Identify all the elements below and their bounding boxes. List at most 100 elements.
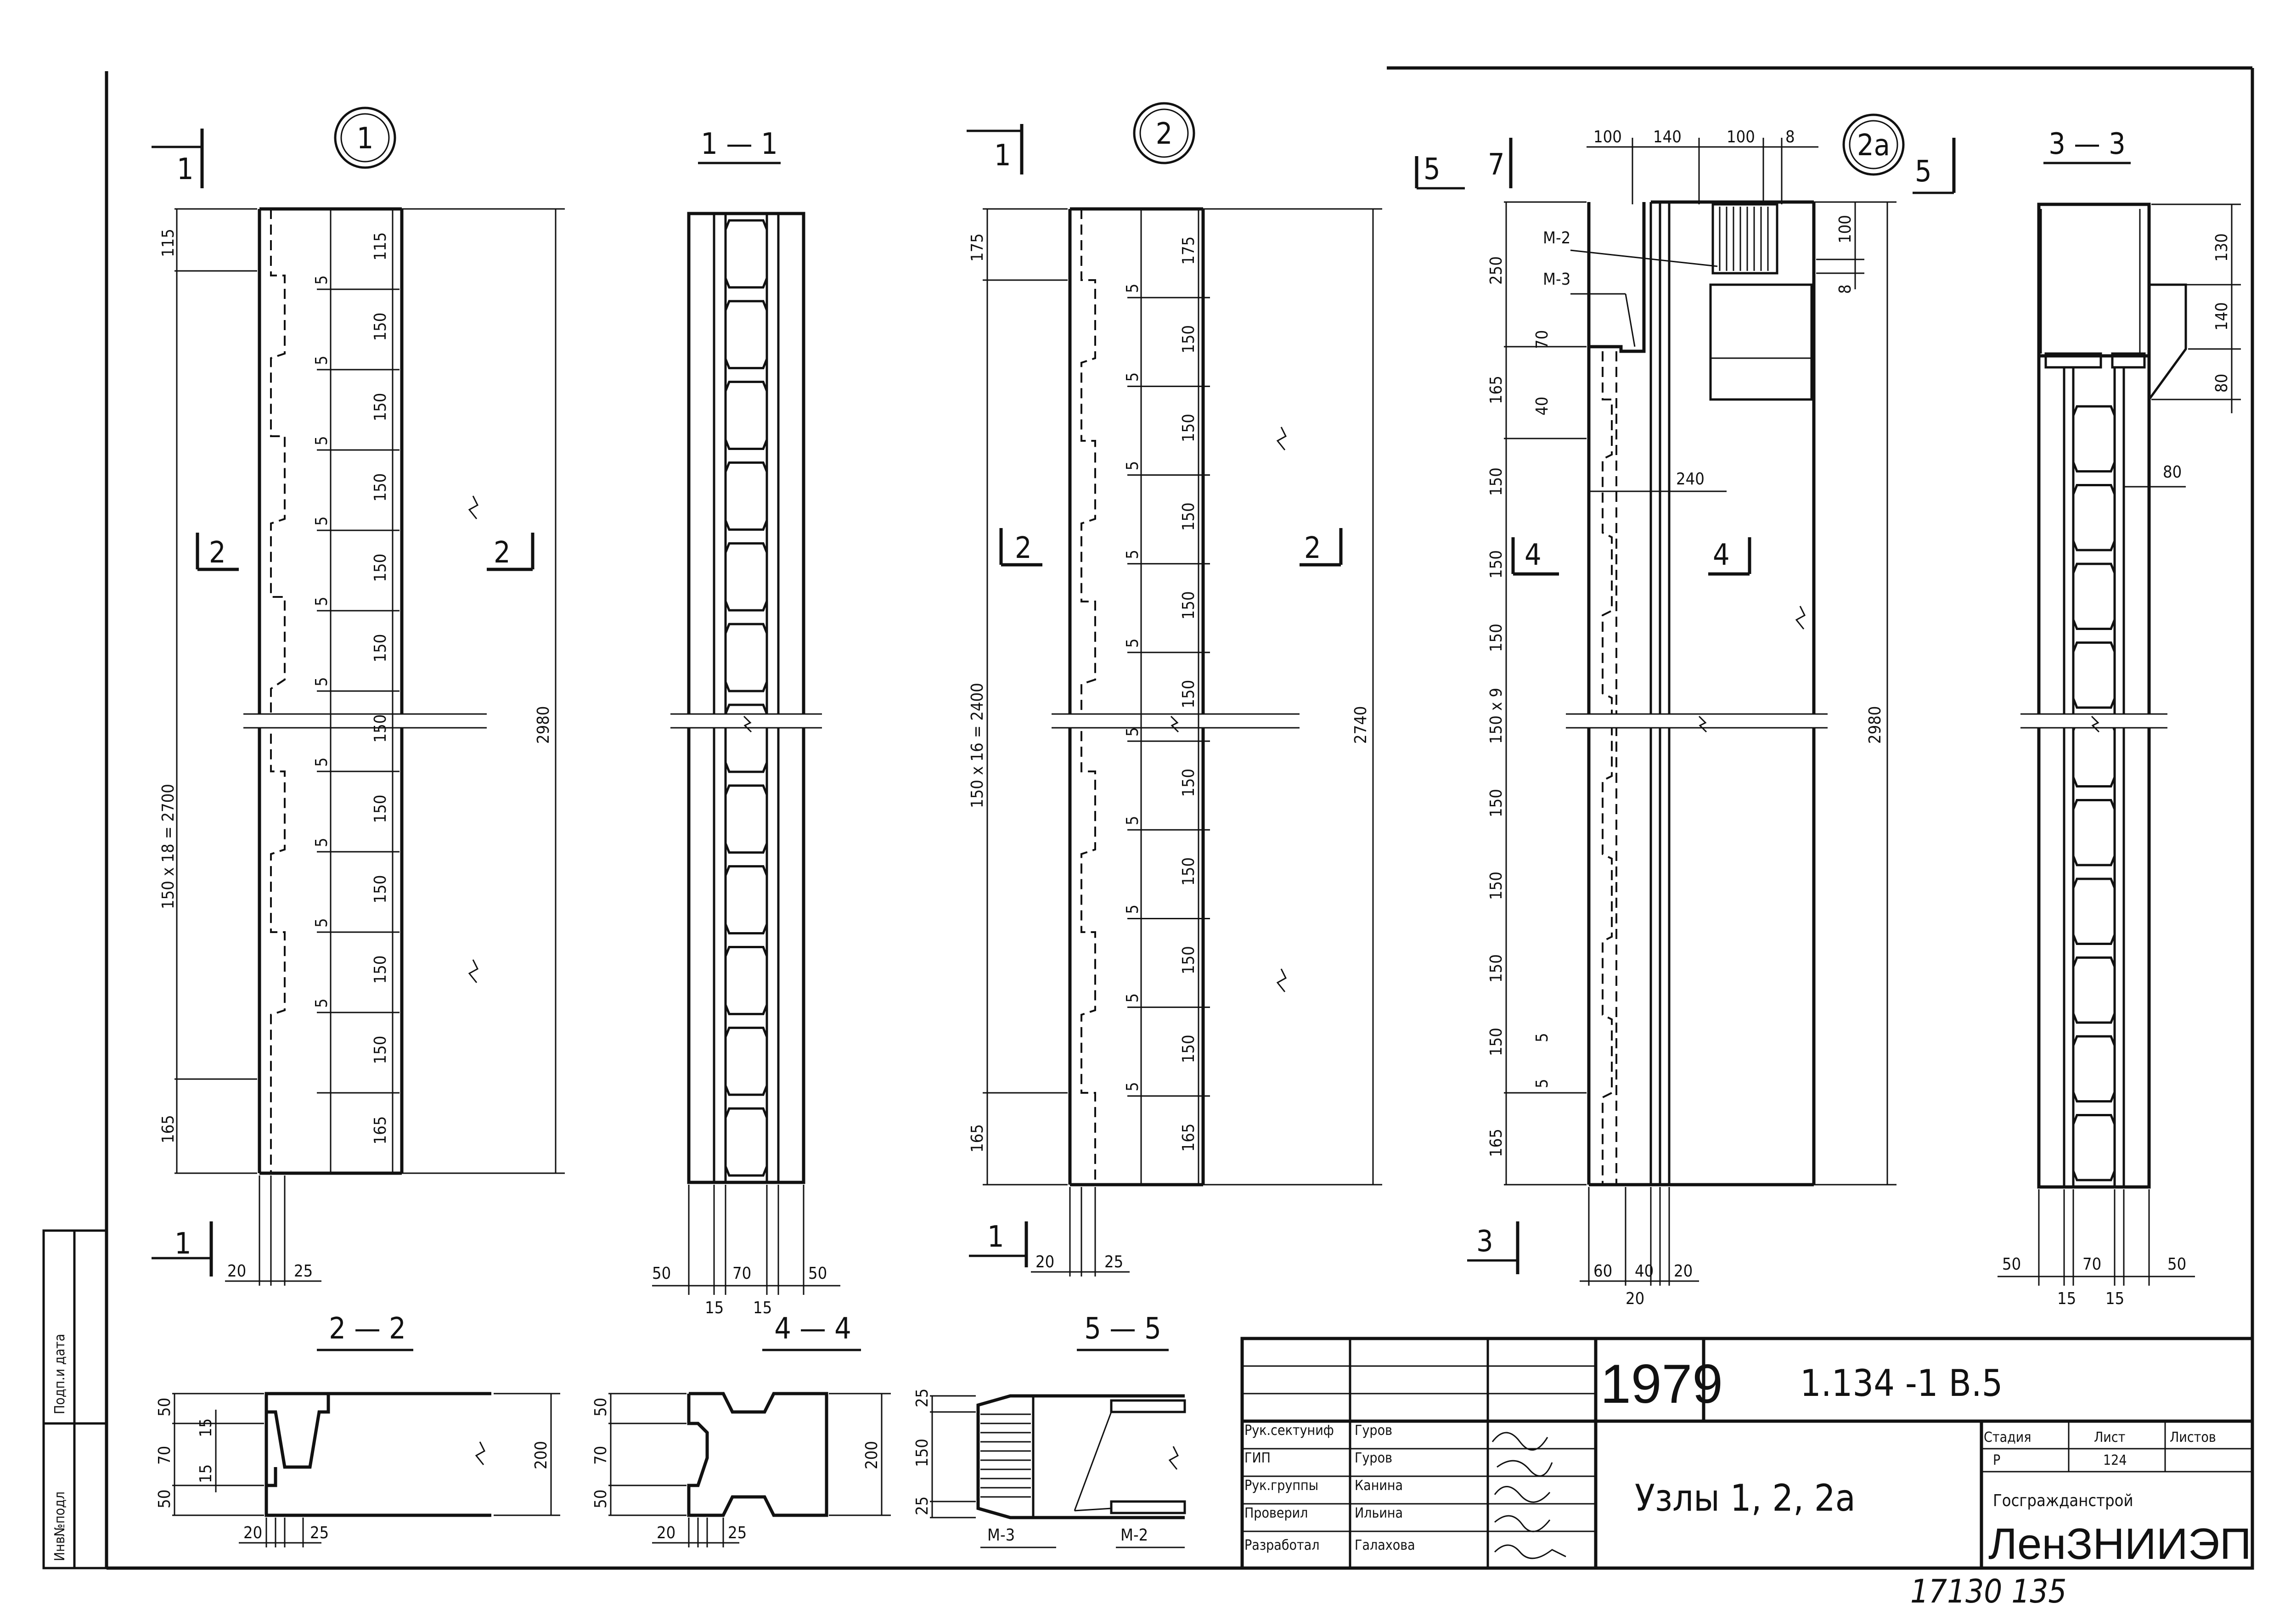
step-dim: 150 <box>371 473 390 502</box>
svg-text:2740: 2740 <box>1351 706 1370 744</box>
step-dim: 150 <box>1179 1035 1198 1063</box>
tb-year: 1979 <box>1600 1353 1723 1415</box>
svg-text:200: 200 <box>862 1441 881 1469</box>
five-dim: 5 <box>312 757 331 767</box>
profile-cell <box>724 542 768 612</box>
svg-text:2: 2 <box>494 536 511 570</box>
profile-cell <box>724 703 768 773</box>
svg-text:50: 50 <box>155 1398 174 1417</box>
tb-drawing-title: Узлы 1, 2, 2а <box>1635 1477 1856 1519</box>
svg-text:Лист: Лист <box>2094 1429 2125 1445</box>
profile-cell <box>2072 641 2116 709</box>
svg-text:80: 80 <box>2212 374 2231 393</box>
five-dim: 5 <box>1123 727 1142 737</box>
five-dim: 5 <box>312 677 331 686</box>
archive-stamp-number: 17130 135 <box>1910 1573 2066 1610</box>
section-1-1-title: 1 — 1 <box>701 127 777 161</box>
svg-text:50: 50 <box>2167 1255 2186 1274</box>
step-dim: 115 <box>371 232 390 261</box>
svg-text:130: 130 <box>2212 233 2231 262</box>
svg-text:140: 140 <box>2212 302 2231 331</box>
svg-text:40: 40 <box>1635 1262 1654 1281</box>
svg-text:15: 15 <box>197 1418 215 1437</box>
svg-text:Галахова: Галахова <box>1355 1537 1415 1553</box>
profile-cell <box>724 623 768 692</box>
label-m2-55: M-2 <box>1120 1526 1148 1545</box>
stamp-sign-label: Подп.и дата <box>52 1334 68 1414</box>
profile-cell <box>2072 562 2116 630</box>
svg-text:3: 3 <box>1476 1225 1493 1259</box>
profile-cell <box>724 381 768 450</box>
svg-text:25: 25 <box>294 1262 313 1281</box>
svg-text:2980: 2980 <box>534 706 553 744</box>
node-2a-left-dim: 150 <box>1487 467 1506 496</box>
five-dim: 5 <box>312 918 331 928</box>
svg-text:15: 15 <box>2105 1289 2124 1308</box>
svg-text:2: 2 <box>209 536 226 570</box>
five-dim: 5 <box>1123 993 1142 1003</box>
step-dim: 150 <box>371 875 390 904</box>
svg-text:20: 20 <box>243 1524 262 1542</box>
node-2a-left-dim: 5 <box>1533 1033 1552 1042</box>
side-stamp: Инв№подл Подп.и дата <box>42 1229 108 1569</box>
svg-text:5: 5 <box>1915 155 1932 189</box>
svg-text:240: 240 <box>1676 470 1705 489</box>
svg-text:Ильина: Ильина <box>1355 1505 1403 1521</box>
profile-cell <box>724 865 768 934</box>
profile-cell <box>2072 956 2116 1024</box>
svg-text:5: 5 <box>1424 152 1441 186</box>
svg-text:50: 50 <box>155 1490 174 1508</box>
node-2a-left-dim: 165 <box>1487 376 1506 404</box>
five-dim: 5 <box>312 838 331 847</box>
node-2a-elevation: 2a 5 7 5 3 4 4 100 140 100 8 <box>1415 113 1956 1308</box>
profile-cell <box>724 461 768 531</box>
five-dim: 5 <box>1123 905 1142 914</box>
profile-cell <box>724 1107 768 1177</box>
node-2a-left-dim: 40 <box>1533 397 1552 416</box>
five-dim: 5 <box>1123 461 1142 471</box>
svg-text:2: 2 <box>1304 531 1321 565</box>
node-2a-left-dim: 150 <box>1487 954 1506 983</box>
svg-text:20: 20 <box>657 1524 675 1542</box>
step-dim: 150 <box>371 554 390 582</box>
node-2-elevation: 2 1 1 2 2 175 150 x 16 = 2400 165 175150… <box>967 102 1382 1277</box>
node-1-marker: 1 <box>357 122 374 156</box>
five-dim: 5 <box>1123 284 1142 293</box>
svg-text:Разработал: Разработал <box>1244 1537 1320 1553</box>
svg-text:25: 25 <box>1104 1253 1123 1271</box>
svg-text:15: 15 <box>705 1299 724 1317</box>
five-dim: 5 <box>1123 1082 1142 1091</box>
svg-text:1: 1 <box>994 139 1011 173</box>
section-3-3: 3 — 3 130 140 80 80 <box>1998 127 2241 1308</box>
step-dim: 150 <box>371 714 390 743</box>
svg-text:165: 165 <box>968 1124 987 1153</box>
profile-cell <box>724 300 768 370</box>
section-2-2-title: 2 — 2 <box>329 1312 405 1346</box>
profile-cell <box>724 1026 768 1096</box>
five-dim: 5 <box>1123 550 1142 559</box>
svg-text:175: 175 <box>968 233 987 262</box>
step-dim: 150 <box>371 313 390 341</box>
svg-text:25: 25 <box>728 1524 747 1542</box>
five-dim: 5 <box>312 275 331 285</box>
node-2a-left-dim: 150 x 9 <box>1487 688 1506 744</box>
profile-cell <box>2072 405 2116 472</box>
svg-text:50: 50 <box>591 1398 610 1417</box>
svg-text:Рук.группы: Рук.группы <box>1244 1478 1318 1494</box>
svg-text:140: 140 <box>1653 128 1682 146</box>
svg-text:100: 100 <box>1593 128 1622 146</box>
svg-text:20: 20 <box>1626 1289 1644 1308</box>
five-dim: 5 <box>312 355 331 365</box>
section-1-1: 1 — 1 50 70 50 15 15 <box>652 127 840 1317</box>
section-4-4-title: 4 — 4 <box>774 1312 851 1346</box>
five-dim: 5 <box>1123 638 1142 648</box>
svg-text:70: 70 <box>155 1446 174 1465</box>
tb-code: 1.134 -1 В.5 <box>1800 1362 2003 1405</box>
label-m2: M-2 <box>1543 229 1570 247</box>
svg-text:1: 1 <box>174 1227 191 1261</box>
node-2a-marker: 2a <box>1857 129 1890 163</box>
svg-text:20: 20 <box>1035 1253 1054 1271</box>
profile-cell <box>724 219 768 289</box>
step-dim: 150 <box>1179 680 1198 709</box>
